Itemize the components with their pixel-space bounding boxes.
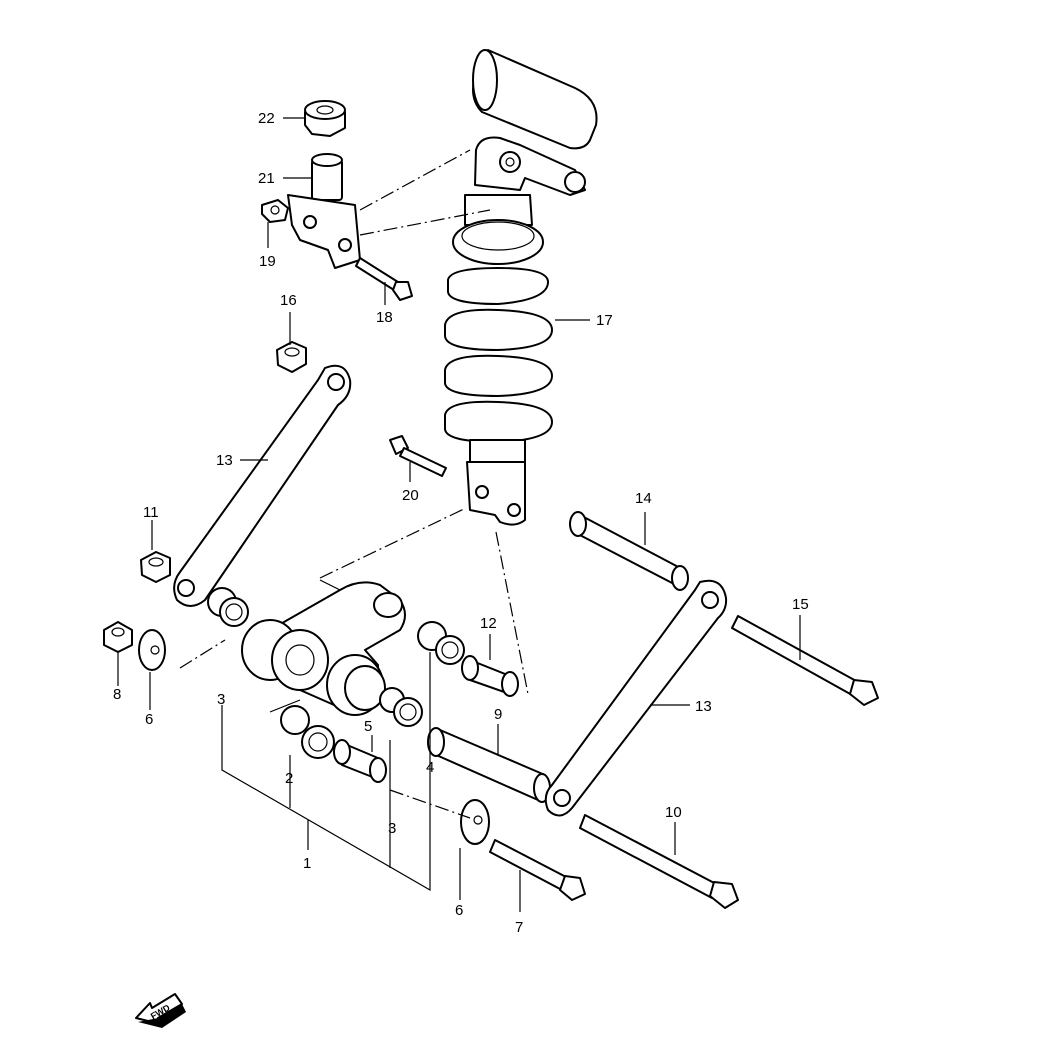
cushion-rod-right <box>544 579 728 817</box>
callout-20: 20 <box>402 487 419 504</box>
bolt-15 <box>731 615 879 706</box>
callout-labels: 22 21 19 16 18 17 13 20 11 14 15 12 8 3 … <box>113 110 809 936</box>
callout-7: 7 <box>515 919 523 936</box>
callout-9: 9 <box>494 706 502 723</box>
callout-4: 4 <box>426 759 434 776</box>
shock-lower-bolt <box>389 435 447 477</box>
needle-bearing-upper-left <box>207 587 249 627</box>
callout-18: 18 <box>376 309 393 326</box>
callout-2: 2 <box>285 770 293 787</box>
callout-17: 17 <box>596 312 613 329</box>
bolt-7 <box>489 839 586 901</box>
top-nut <box>304 100 346 137</box>
bolt-10 <box>579 814 739 909</box>
needle-bearing-lower <box>280 705 335 759</box>
forward-direction-badge: FWD <box>135 993 186 1028</box>
cushion-rod-left <box>173 364 352 607</box>
washer-left <box>138 629 166 671</box>
link-nut-lower <box>140 551 171 583</box>
callout-3-left: 3 <box>217 691 225 708</box>
needle-bearing-mid <box>379 687 423 727</box>
bracket-nut <box>261 199 289 223</box>
callout-22: 22 <box>258 110 275 127</box>
callout-8: 8 <box>113 686 121 703</box>
cushion-lever <box>241 581 406 716</box>
spacer-5 <box>333 739 387 783</box>
callout-19: 19 <box>259 253 276 270</box>
callout-16: 16 <box>280 292 297 309</box>
nut-8 <box>103 621 133 653</box>
callout-3-right: 3 <box>388 820 396 837</box>
callout-11: 11 <box>143 504 159 521</box>
callout-10: 10 <box>665 804 682 821</box>
callout-1: 1 <box>303 855 311 872</box>
callout-14: 14 <box>635 490 652 507</box>
callout-6-right: 6 <box>455 902 463 919</box>
callout-12: 12 <box>480 615 497 632</box>
pipe-9 <box>427 727 551 803</box>
callout-leaders <box>117 117 801 912</box>
washer-right <box>460 799 490 845</box>
callout-21: 21 <box>258 170 275 187</box>
callout-15: 15 <box>792 596 809 613</box>
shock-mount-bracket <box>287 153 361 269</box>
link-nut-upper <box>276 341 307 373</box>
callout-6-left: 6 <box>145 711 153 728</box>
callout-5: 5 <box>364 718 372 735</box>
spacer-12 <box>461 655 519 697</box>
needle-bearing-right <box>417 621 465 665</box>
rear-shock-absorber <box>444 49 598 526</box>
callout-13-left: 13 <box>216 452 233 469</box>
pipe-14 <box>569 511 689 591</box>
shock-upper-bolt <box>355 257 413 301</box>
assembly-bracket-lines <box>221 652 431 892</box>
callout-13-right: 13 <box>695 698 712 715</box>
